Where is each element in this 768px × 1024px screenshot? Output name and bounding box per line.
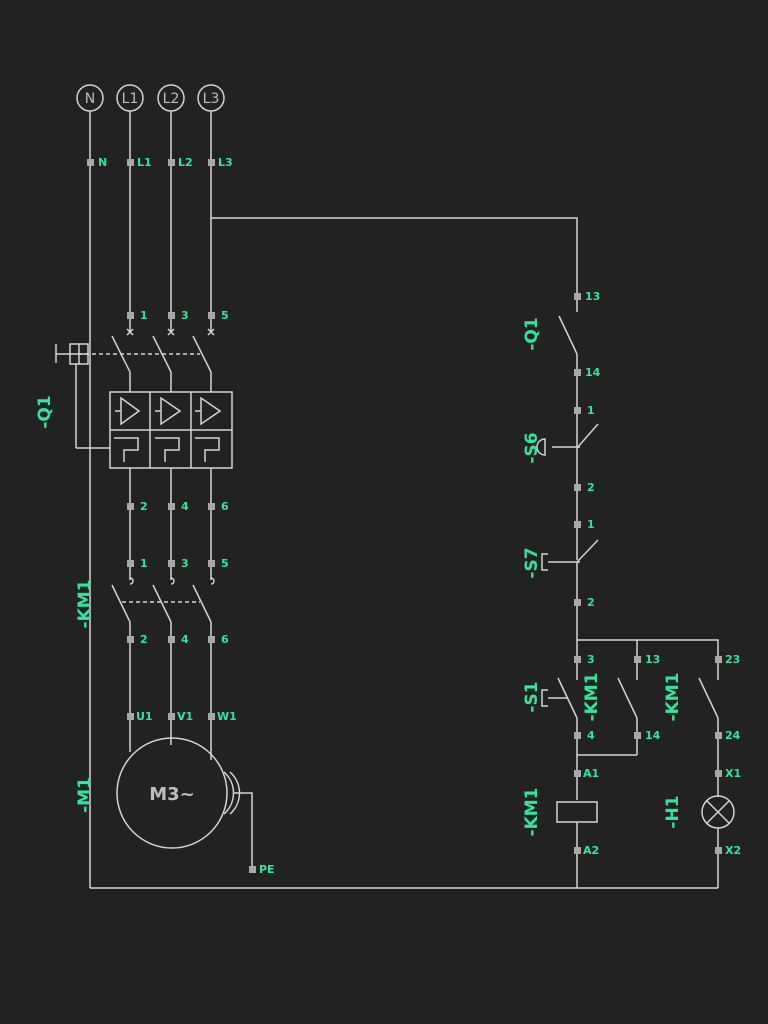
km1-terminal-4: 4 bbox=[181, 633, 189, 646]
breaker-q1: 1 3 5 bbox=[55, 309, 233, 580]
bus-n-label: N bbox=[85, 91, 95, 107]
s6-terminal-1: 1 bbox=[587, 404, 595, 417]
device-label-h1: -H1 bbox=[663, 795, 683, 828]
q1-terminal-6: 6 bbox=[221, 500, 229, 513]
control-terminals: 13 14 1 2 1 2 3 4 13 14 23 24 A1 A2 X1 X… bbox=[574, 290, 741, 857]
device-label-q1-power: -Q1 bbox=[35, 395, 55, 428]
motor-circle bbox=[116, 737, 228, 849]
device-label-km1-aux1: -KM1 bbox=[582, 673, 602, 722]
device-label-km1-coil: -KM1 bbox=[522, 788, 542, 837]
motor-type-label: M3~ bbox=[149, 784, 195, 805]
device-label-q1-control: -Q1 bbox=[522, 317, 542, 350]
s6-mushroom-head-icon bbox=[536, 438, 546, 456]
km1-terminal-3: 3 bbox=[181, 557, 189, 570]
terminal-l2: L2 bbox=[178, 156, 193, 169]
q1-aux-terminal-13: 13 bbox=[585, 290, 600, 303]
s6-terminal-2: 2 bbox=[587, 481, 595, 494]
s1-terminal-3: 3 bbox=[587, 653, 595, 666]
km1-terminal-5: 5 bbox=[221, 557, 229, 570]
device-label-s6: -S6 bbox=[522, 432, 542, 463]
q1-aux-terminal-14: 14 bbox=[585, 366, 601, 379]
bus-l1-label: L1 bbox=[122, 91, 139, 107]
power-wiring bbox=[89, 111, 718, 889]
km1-terminal-2: 2 bbox=[140, 633, 148, 646]
bus-l2-label: L2 bbox=[163, 91, 180, 107]
km1-aux-terminal-14: 14 bbox=[645, 729, 661, 742]
km1-terminal-1: 1 bbox=[140, 557, 148, 570]
q1-terminal-4: 4 bbox=[181, 500, 189, 513]
km1-aux-terminal-24: 24 bbox=[725, 729, 741, 742]
km1-aux-terminal-23: 23 bbox=[725, 653, 740, 666]
km1-aux-terminal-13: 13 bbox=[645, 653, 660, 666]
motor-terminal-u1: U1 bbox=[136, 710, 153, 723]
q1-terminal-2: 2 bbox=[140, 500, 148, 513]
device-label-s1: -S1 bbox=[522, 681, 542, 712]
terminal-n: N bbox=[98, 156, 107, 169]
lamp-terminal-x1: X1 bbox=[725, 767, 741, 780]
device-label-m1: -M1 bbox=[75, 777, 95, 813]
motor-m1: U1 V1 W1 M3~ PE bbox=[116, 710, 275, 876]
s1-pushbutton-icon bbox=[541, 689, 548, 707]
lamp-terminal-x2: X2 bbox=[725, 844, 741, 857]
coil-terminal-a2: A2 bbox=[583, 844, 599, 857]
km1-terminal-6: 6 bbox=[221, 633, 229, 646]
bus-l3-label: L3 bbox=[203, 91, 220, 107]
device-label-km1-aux2: -KM1 bbox=[663, 673, 683, 722]
device-label-s7: -S7 bbox=[522, 547, 542, 578]
motor-terminal-v1: V1 bbox=[177, 710, 193, 723]
terminal-l3: L3 bbox=[218, 156, 233, 169]
motor-terminal-w1: W1 bbox=[217, 710, 237, 723]
contactor-km1-main: 1 3 5 2 4 6 bbox=[111, 557, 229, 760]
motor-terminal-pe: PE bbox=[259, 863, 275, 876]
s7-pushbutton-icon bbox=[541, 553, 548, 571]
q1-terminal-5: 5 bbox=[221, 309, 229, 322]
device-label-km1-power: -KM1 bbox=[75, 580, 95, 629]
coil-terminal-a1: A1 bbox=[583, 767, 599, 780]
s7-terminal-1: 1 bbox=[587, 518, 595, 531]
supply-buses: N L1 L2 L3 bbox=[76, 84, 225, 112]
q1-terminal-1: 1 bbox=[140, 309, 148, 322]
s1-terminal-4: 4 bbox=[587, 729, 595, 742]
control-wiring bbox=[211, 217, 735, 888]
s7-terminal-2: 2 bbox=[587, 596, 595, 609]
supply-terminals: N L1 L2 L3 bbox=[87, 156, 233, 169]
q1-terminal-3: 3 bbox=[181, 309, 189, 322]
terminal-l1: L1 bbox=[137, 156, 152, 169]
